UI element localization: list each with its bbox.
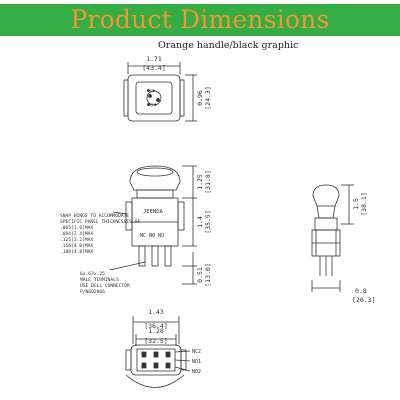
front-view-right-wing <box>177 201 185 231</box>
front-view-terminal <box>138 245 146 267</box>
bottom-inner-in: 1.28 <box>148 327 164 335</box>
front-contacts: NC NO NO <box>140 233 164 239</box>
front-handle-in: 1.25 <box>196 174 204 190</box>
bottom-view <box>125 316 191 388</box>
top-view-right-tab <box>179 79 185 117</box>
snap-note-line: .065[1.6]MAX <box>60 225 93 231</box>
terminal-note-line: P/N602066 <box>80 289 105 295</box>
bottom-terminal-label: NC2 <box>192 349 201 355</box>
front-view-handle <box>129 165 181 191</box>
top-height-in: 0.96 <box>196 90 204 106</box>
title-banner: Product Dimensions <box>0 4 400 36</box>
bottom-outer-mm: [36.4] <box>144 322 167 330</box>
front-view <box>109 165 197 285</box>
bottom-terminal-label: NO1 <box>192 359 201 365</box>
side-handle-mm: [38.1] <box>360 192 368 215</box>
front-brand: JEENDA <box>143 209 164 215</box>
terminal-note-line: MALE TERMINALS <box>80 277 119 283</box>
front-view-terminal <box>151 245 159 267</box>
side-view <box>311 184 354 292</box>
snap-note-line: SPECIFIC PANEL THICKNESSES OF <box>60 219 140 225</box>
snap-note-line: SNAP WINGS TO ACCOMMODATE <box>60 213 129 219</box>
side-depth-mm: [20.3] <box>352 296 375 304</box>
top-view-graphic <box>146 90 162 106</box>
bottom-view-terminal <box>165 351 171 358</box>
terminal-note-line: 6x.63x.25 <box>80 271 105 277</box>
bottom-outer-in: 1.43 <box>148 308 164 316</box>
bottom-view-body <box>130 344 182 376</box>
top-width-in: 1.71 <box>146 55 162 63</box>
side-depth-in: 0.8 <box>355 287 367 295</box>
top-height-mm: [24.3] <box>204 86 212 109</box>
side-handle-in: 1.5 <box>352 198 360 210</box>
bottom-view-terminal <box>153 362 159 369</box>
snap-note-line: .156[4.0]MAX <box>60 243 93 249</box>
side-view-handle <box>312 184 340 207</box>
top-view-left-tab <box>123 79 129 117</box>
bottom-inner-mm: [32.5] <box>144 337 167 345</box>
bottom-view-terminal <box>141 362 147 369</box>
top-view-rocker <box>135 81 173 115</box>
bottom-view-base <box>125 374 185 388</box>
bottom-view-terminal <box>141 351 147 358</box>
terminal-note-line: USE DELL CONNECTOR <box>80 283 130 289</box>
banner-title: Product Dimensions <box>70 5 330 34</box>
bottom-view-terminal <box>165 362 171 369</box>
bottom-terminal-label: NO2 <box>192 369 201 375</box>
front-body-mm: [35.5] <box>204 210 212 233</box>
top-width-mm: [43.4] <box>142 64 165 72</box>
front-terminal-mm: [13.0] <box>204 263 212 286</box>
front-view-left-wing <box>125 201 133 231</box>
front-terminal-in: 0.51 <box>196 267 204 283</box>
front-view-terminal <box>164 245 172 267</box>
front-view-collar <box>136 189 174 199</box>
snap-note-line: .188[4.8]MAX <box>60 249 93 255</box>
snap-note-line: .094[2.4]MAX <box>60 231 93 237</box>
snap-note-line: .125[3.2]MAX <box>60 237 93 243</box>
front-handle-mm: [31.8] <box>204 170 212 193</box>
top-graphic-off: ●○◀ <box>147 102 156 108</box>
bottom-view-terminal <box>153 351 159 358</box>
front-body-in: 1.4 <box>196 216 204 228</box>
top-graphic-on: ●○▶ <box>147 88 156 94</box>
top-view <box>123 62 197 122</box>
handle-note: Orange handle/black graphic <box>158 40 299 51</box>
